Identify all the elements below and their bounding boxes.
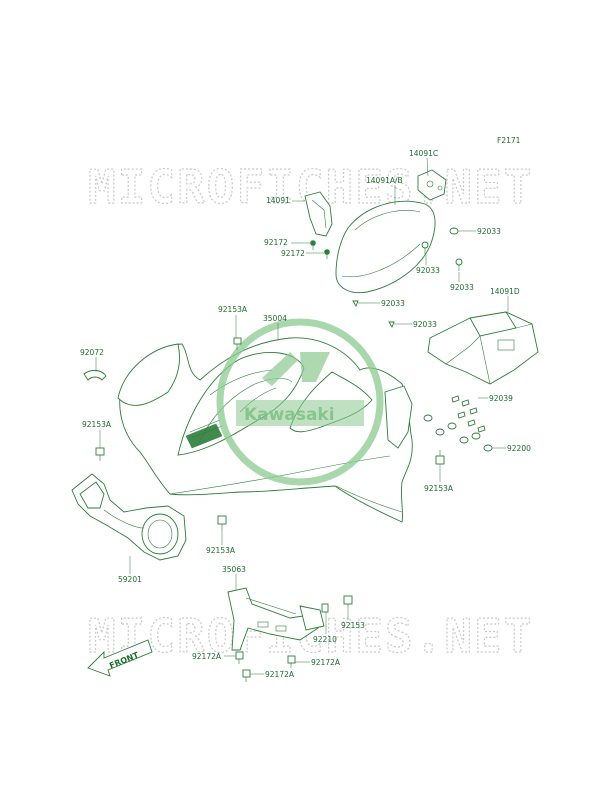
label-92033-a: 92033 bbox=[477, 227, 501, 236]
headlight-cover-part bbox=[71, 473, 187, 561]
clip-92033-b bbox=[421, 241, 429, 254]
label-92172a-c: 92172A bbox=[265, 670, 295, 679]
label-14091d: 14091D bbox=[490, 287, 520, 296]
washers-92200 bbox=[423, 414, 493, 452]
label-92172a-b: 92172A bbox=[311, 658, 341, 667]
label-92153a-a: 92153A bbox=[218, 305, 248, 314]
bolt-92153a-c bbox=[435, 450, 445, 465]
bracket-14091c-part bbox=[417, 169, 447, 201]
label-92033-b: 92033 bbox=[416, 266, 440, 275]
bolt-92153a-a bbox=[233, 337, 242, 350]
label-35063: 35063 bbox=[222, 565, 246, 574]
clip-92072-part bbox=[83, 369, 107, 381]
tray-14091d-part bbox=[427, 311, 539, 385]
clip-92033-c bbox=[455, 258, 463, 271]
bolt-92153a-b bbox=[95, 447, 105, 461]
front-cover-part bbox=[335, 200, 436, 294]
clip-92033-e bbox=[388, 321, 395, 329]
bracket-35063-part bbox=[227, 587, 325, 651]
label-92039: 92039 bbox=[489, 394, 513, 403]
label-35004: 35004 bbox=[263, 314, 287, 323]
label-92153a-b: 92153A bbox=[82, 420, 112, 429]
bracket-14091-part bbox=[304, 191, 333, 237]
label-14091: 14091 bbox=[266, 196, 290, 205]
bolt-92172a-c bbox=[242, 669, 251, 682]
label-92172a-a: 92172A bbox=[192, 652, 222, 661]
screw-92172-b bbox=[324, 249, 330, 259]
screw-92172-a bbox=[310, 240, 316, 250]
label-92153a-d: 92153A bbox=[206, 546, 236, 555]
label-92210: 92210 bbox=[313, 635, 337, 644]
label-92200: 92200 bbox=[507, 444, 531, 453]
screws-92039 bbox=[451, 395, 486, 433]
label-92072: 92072 bbox=[80, 348, 104, 357]
label-59201: 59201 bbox=[118, 575, 142, 584]
bolt-92210 bbox=[321, 603, 329, 613]
clip-92033-a bbox=[449, 227, 459, 235]
label-92033-d: 92033 bbox=[381, 299, 405, 308]
bolt-92153a-d bbox=[217, 515, 227, 530]
label-92153a-c: 92153A bbox=[424, 484, 454, 493]
label-14091c: 14091C bbox=[409, 149, 438, 158]
label-92153: 92153 bbox=[341, 621, 365, 630]
label-92172-a: 92172 bbox=[264, 238, 288, 247]
label-14091ab: 14091A/B bbox=[366, 176, 403, 185]
clip-92033-d bbox=[352, 300, 359, 308]
label-92172-b: 92172 bbox=[281, 249, 305, 258]
kawasaki-logo-text: Kawasaki bbox=[244, 405, 335, 425]
bolt-92153 bbox=[343, 595, 353, 608]
figure-code: F2171 bbox=[497, 136, 521, 145]
kawasaki-logo-watermark: Kawasaki bbox=[216, 318, 384, 486]
bolt-92172a-a bbox=[235, 651, 244, 664]
label-92033-c: 92033 bbox=[450, 283, 474, 292]
bolt-92172a-b bbox=[287, 655, 296, 668]
label-92033-e: 92033 bbox=[413, 320, 437, 329]
leader-lines bbox=[95, 157, 509, 675]
